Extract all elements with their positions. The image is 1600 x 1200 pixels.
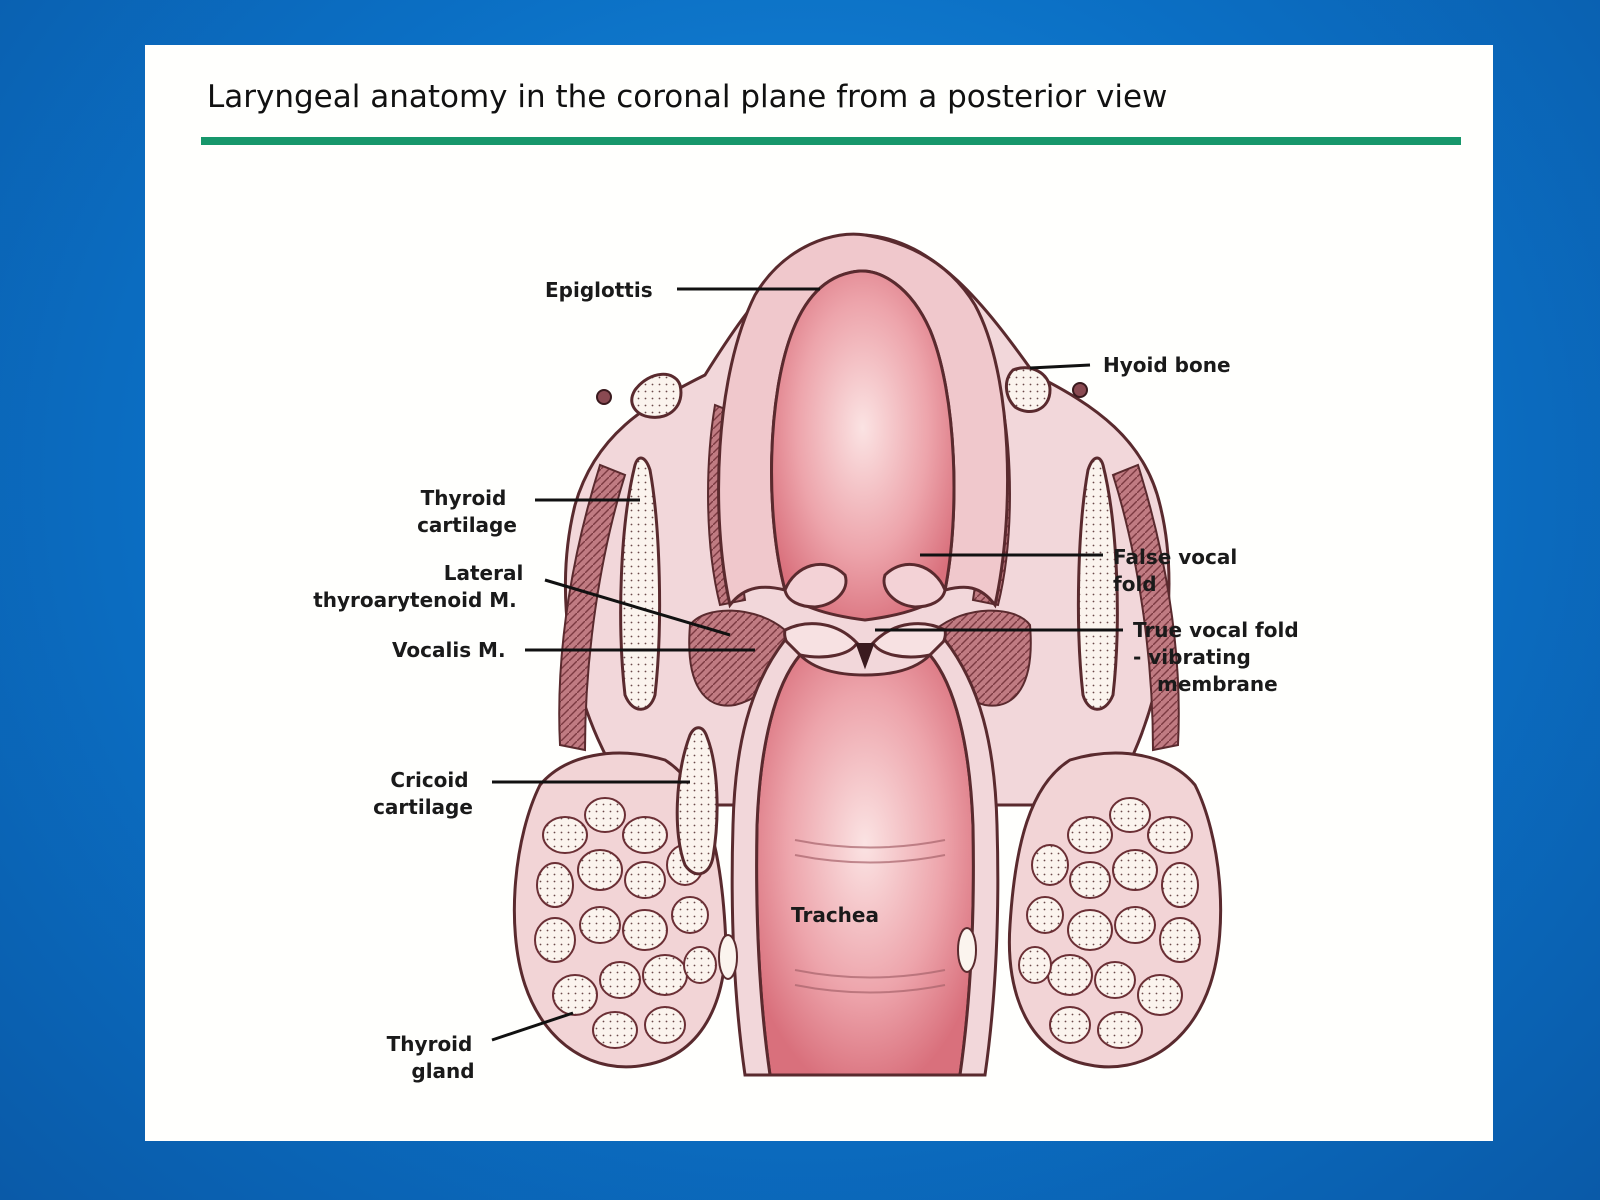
- slide-title: Laryngeal anatomy in the coronal plane f…: [207, 79, 1168, 115]
- lateral-thyroarytenoid-leader: [544, 578, 731, 637]
- larynx-diagram: Epiglottis Hyoid bone Thyroid cartilage …: [313, 232, 1306, 1083]
- cricoid-cartilage-label: Cricoid cartilage: [373, 768, 476, 819]
- muscle-left-outer: [558, 463, 627, 752]
- glottis: [855, 642, 875, 670]
- title-rule: [201, 137, 1461, 145]
- muscle-right-outer: [1111, 463, 1180, 752]
- false-vocal-fold-right: [882, 562, 947, 609]
- hyoid-bone-label: Hyoid bone: [1103, 353, 1231, 377]
- thyroid-cartilage-right: [1076, 456, 1119, 711]
- false-vocal-fold-left: [783, 562, 848, 609]
- trachea-wall-left: [730, 637, 803, 1077]
- hyoid-bone-right: [1005, 366, 1052, 413]
- vessel-left: [596, 389, 612, 405]
- lateral-thyroarytenoid-label: Lateral thyroarytenoid M.: [313, 561, 530, 612]
- slide-card: Laryngeal anatomy in the coronal plane f…: [145, 45, 1493, 1141]
- vessel-lower-right: [957, 927, 977, 973]
- false-vocal-fold-label: False vocal fold: [1113, 545, 1244, 596]
- hyoid-bone-leader: [1029, 363, 1091, 370]
- trachea-label: Trachea: [791, 903, 879, 927]
- trachea-wall-right: [927, 637, 1000, 1077]
- thyroid-gland-label: Thyroid gland: [387, 1032, 480, 1083]
- vocalis-label: Vocalis M.: [392, 638, 506, 662]
- thyroid-follicles: [534, 797, 1201, 1049]
- thyroid-gland-leader: [491, 1011, 574, 1042]
- true-vocal-fold-label: True vocal fold - vibrating membrane: [1133, 618, 1306, 696]
- vessel-right: [1072, 382, 1088, 398]
- hyoid-bone-left: [630, 372, 683, 419]
- thyroid-cartilage-label: Thyroid cartilage: [417, 486, 517, 537]
- epiglottis-label: Epiglottis: [545, 278, 653, 302]
- cricoid-cartilage-left: [675, 726, 719, 876]
- tracheal-rings: [794, 839, 946, 994]
- vessel-lower-left: [718, 934, 738, 980]
- trachea-lumen: [755, 652, 975, 1077]
- thyroid-cartilage-left: [619, 456, 662, 711]
